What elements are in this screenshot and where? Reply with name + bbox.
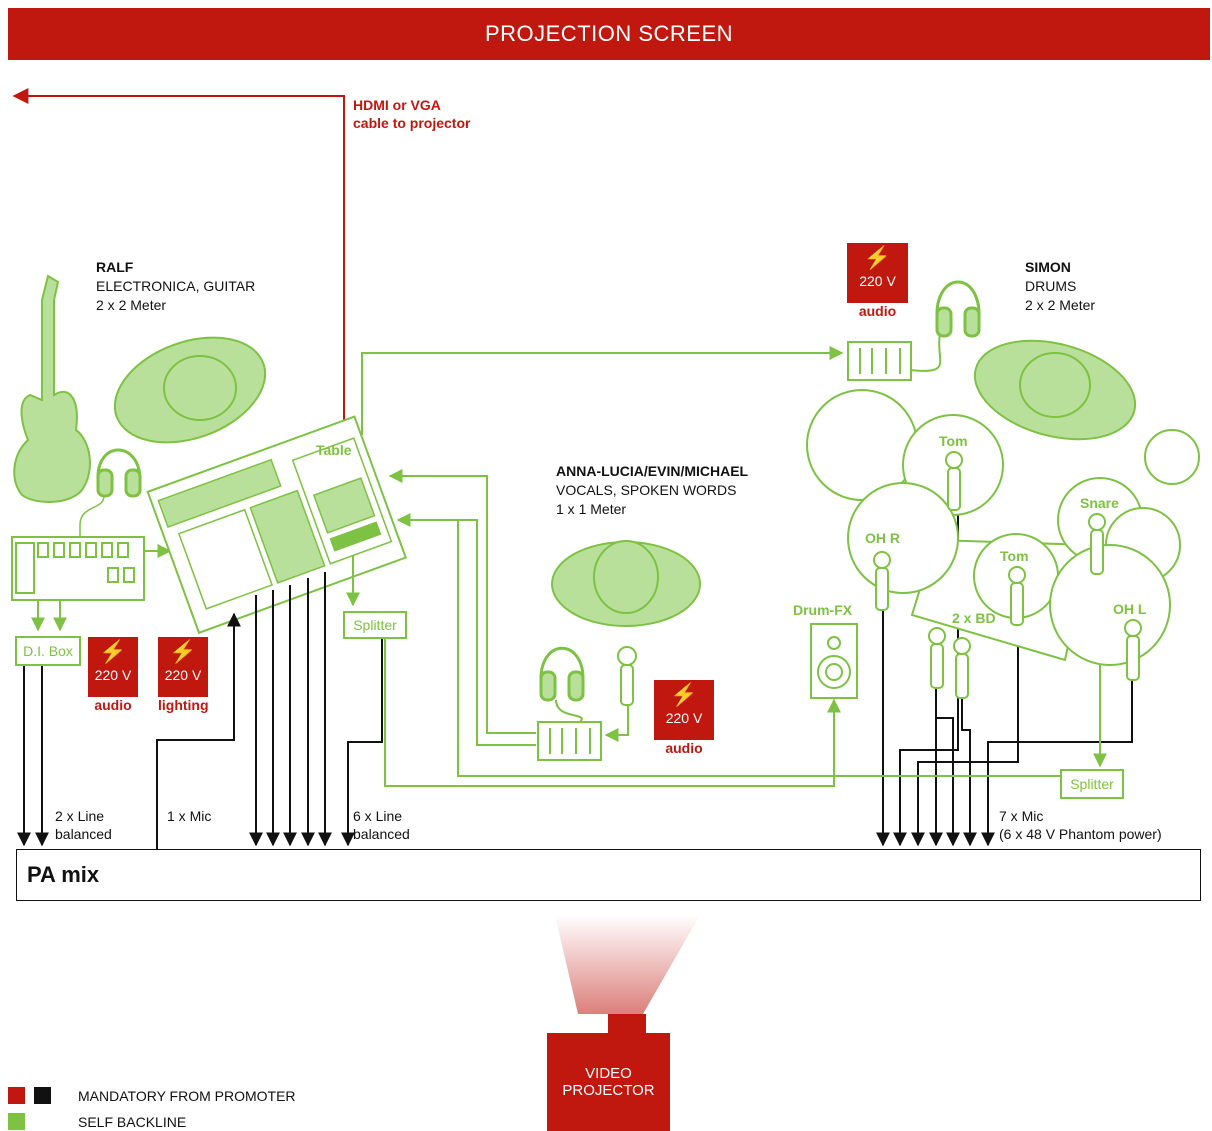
bd-label: 2 x BD <box>952 610 996 626</box>
label-line: 2 x Line <box>55 808 105 824</box>
projector-beam <box>555 915 700 1014</box>
drum-mics <box>873 451 1142 699</box>
performer-role: DRUMS <box>1025 278 1077 294</box>
performer-area: 1 x 1 Meter <box>556 501 627 517</box>
power-caption: audio <box>94 697 132 713</box>
effects-pedalboard <box>11 536 145 601</box>
power-icon: ⚡ <box>670 682 698 707</box>
legend-label: SELF BACKLINE <box>78 1113 187 1130</box>
projector-lens <box>608 1014 646 1034</box>
label-6-line: 6 x Line balanced <box>353 807 410 843</box>
oh-l-label: OH L <box>1113 601 1147 617</box>
power-icon: ⚡ <box>99 639 127 664</box>
performer-area: 2 x 2 Meter <box>96 297 167 313</box>
pa-mix-label: PA mix <box>27 862 100 887</box>
splitter-table: Splitter <box>343 611 407 639</box>
hdmi-label-line1: HDMI or VGA <box>353 97 441 113</box>
performer-name: RALF <box>96 259 134 275</box>
black-cables <box>17 510 1133 849</box>
projector-label-line1: VIDEO <box>585 1065 632 1082</box>
mic-icon-vocals <box>617 646 637 706</box>
power-voltage: 220 V <box>859 273 896 289</box>
power-caption: audio <box>858 303 897 319</box>
mixer-icon-vocals <box>537 721 602 761</box>
legend-swatch-red <box>8 1087 25 1104</box>
person-icon-vocals <box>551 540 701 627</box>
label-line: 6 x Line <box>353 808 403 824</box>
projector-label-line2: PROJECTOR <box>562 1082 655 1099</box>
label-2-line: 2 x Line balanced <box>55 807 112 843</box>
snare-label: Snare <box>1080 495 1119 511</box>
power-caption: lighting <box>158 697 209 713</box>
performer-role: VOCALS, SPOKEN WORDS <box>556 482 737 498</box>
speaker-icon-drum-fx <box>810 623 858 699</box>
power-voltage: 220 V <box>164 667 202 683</box>
headphones-icon-ralf <box>79 448 142 540</box>
headphones-icon-drums <box>935 280 981 338</box>
performer-ralf: RALF ELECTRONICA, GUITAR 2 x 2 Meter <box>96 258 255 315</box>
tom-label-2: Tom <box>1000 548 1029 564</box>
power-voltage: 220 V <box>94 667 132 683</box>
power-icon: ⚡ <box>169 639 197 664</box>
label-line: 7 x Mic <box>999 808 1044 824</box>
power-lighting-ralf: ⚡ 220 V lighting <box>158 637 209 713</box>
label-line: balanced <box>353 826 410 842</box>
performer-name: SIMON <box>1025 259 1071 275</box>
power-audio-drums: ⚡ 220 V audio <box>847 243 908 319</box>
tom-label-1: Tom <box>939 433 968 449</box>
legend-self: SELF BACKLINE <box>8 1113 186 1130</box>
hdmi-label: HDMI or VGA cable to projector <box>353 96 470 132</box>
performer-name: ANNA-LUCIA/EVIN/MICHAEL <box>556 463 749 479</box>
label-line: (6 x 48 V Phantom power) <box>999 826 1162 842</box>
label-1-mic: 1 x Mic <box>167 808 212 824</box>
oh-r-label: OH R <box>865 530 900 546</box>
guitar-icon <box>13 274 91 503</box>
performer-vocals: ANNA-LUCIA/EVIN/MICHAEL VOCALS, SPOKEN W… <box>556 462 748 519</box>
power-icon: ⚡ <box>863 245 892 270</box>
person-icon-drums <box>973 339 1137 441</box>
headphones-icon-vocals <box>539 646 585 702</box>
label-line: balanced <box>55 826 112 842</box>
performer-role: ELECTRONICA, GUITAR <box>96 278 256 294</box>
legend-label: MANDATORY FROM PROMOTER <box>78 1087 296 1104</box>
legend-swatch-green <box>8 1113 25 1130</box>
power-voltage: 220 V <box>665 710 703 726</box>
projection-screen-banner: PROJECTION SCREEN <box>8 8 1210 60</box>
power-audio-vocals: ⚡ 220 V audio <box>654 680 714 756</box>
legend-swatch-black <box>34 1087 51 1104</box>
power-caption: audio <box>665 740 703 756</box>
drum-fx-label: Drum-FX <box>793 602 853 618</box>
table-icon <box>146 415 408 635</box>
table-label: Table <box>316 442 352 458</box>
hdmi-label-line2: cable to projector <box>353 115 471 131</box>
hdmi-cable <box>12 88 345 425</box>
pa-mix: PA mix <box>16 849 1201 901</box>
video-projector: VIDEO PROJECTOR <box>547 1033 670 1131</box>
di-box: D.I. Box <box>15 636 81 666</box>
power-audio-ralf: ⚡ 220 V audio <box>88 637 138 713</box>
legend-mandatory: MANDATORY FROM PROMOTER <box>8 1087 296 1104</box>
mixer-icon-drums <box>847 341 912 381</box>
splitter-drums: Splitter <box>1060 769 1124 799</box>
label-7-mic: 7 x Mic (6 x 48 V Phantom power) <box>999 807 1162 843</box>
performer-simon: SIMON DRUMS 2 x 2 Meter <box>1025 258 1095 315</box>
person-icon-ralf <box>113 336 267 444</box>
performer-area: 2 x 2 Meter <box>1025 297 1096 313</box>
